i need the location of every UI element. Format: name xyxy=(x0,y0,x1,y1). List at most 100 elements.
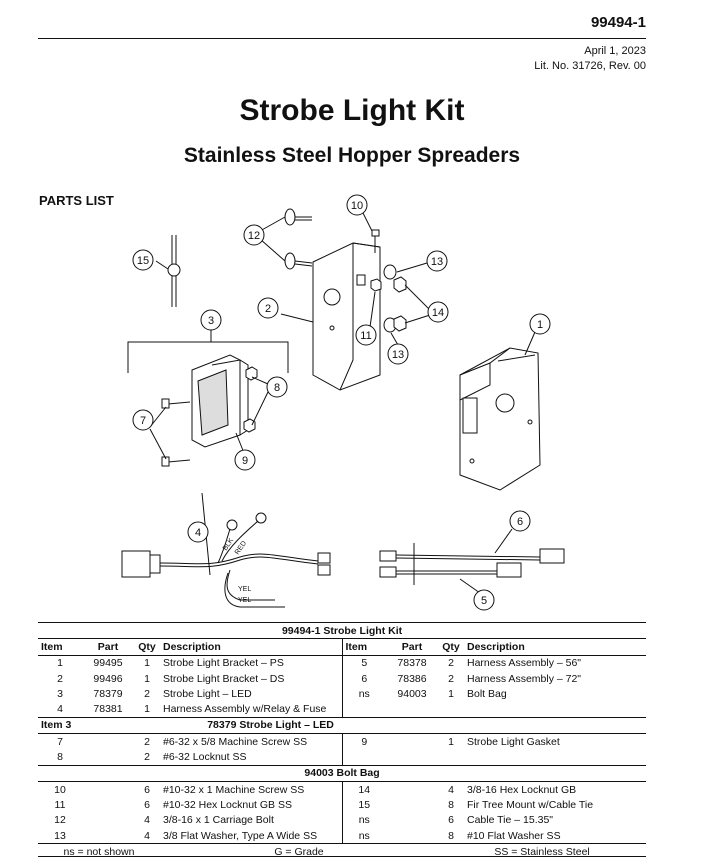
qty-cell: 8 xyxy=(448,798,454,811)
item-cell: ns xyxy=(341,812,386,828)
qty-cell: 2 xyxy=(144,751,150,764)
legend-grade: G = Grade xyxy=(160,843,438,860)
svg-text:8: 8 xyxy=(274,382,280,394)
callout-2: 2 xyxy=(257,297,279,319)
document-number: 99494-1 xyxy=(590,14,646,31)
svg-text:6: 6 xyxy=(517,516,523,528)
callout-3: 3 xyxy=(200,309,222,331)
description-cell: Strobe Light Bracket – PS xyxy=(163,657,284,670)
description-cell: 3/8-16 Hex Locknut GB xyxy=(467,783,577,796)
flat-washer xyxy=(383,264,397,280)
callout-12: 12 xyxy=(243,224,265,246)
col-qty: Qty xyxy=(134,638,160,656)
callout-7: 7 xyxy=(132,409,154,431)
description-cell: Strobe Light Bracket – DS xyxy=(163,672,285,685)
qty-cell: 1 xyxy=(448,687,454,700)
table-row: 10 6 #10-32 x 1 Machine Screw SS 14 4 3/… xyxy=(38,781,646,798)
part-cell: 78381 xyxy=(93,703,123,716)
table-row: 7 2 #6-32 x 5/8 Machine Screw SS 9 1 Str… xyxy=(38,733,646,750)
revision-date: April 1, 2023 xyxy=(584,45,646,57)
qty-cell: 1 xyxy=(144,672,150,685)
hex-locknut-3-8 xyxy=(393,315,407,332)
svg-text:5: 5 xyxy=(481,595,487,607)
description-cell: 3/8-16 x 1 Carriage Bolt xyxy=(163,814,274,827)
svg-text:10: 10 xyxy=(351,200,363,212)
legend-stainless: SS = Stainless Steel xyxy=(438,843,647,860)
table-row: 1 99495 1 Strobe Light Bracket – PS 5 78… xyxy=(38,655,646,671)
table-header: Item Part Qty Description Item Part Qty … xyxy=(38,638,647,656)
item-cell: ns xyxy=(341,827,386,844)
kit-section-title: 99494-1 Strobe Light Kit xyxy=(38,621,647,640)
qty-cell xyxy=(438,701,464,717)
item-cell: 3 xyxy=(57,687,63,700)
part-cell xyxy=(386,701,438,717)
item-cell: 2 xyxy=(57,672,63,685)
footer-rule xyxy=(38,856,646,857)
description-cell: Fir Tree Mount w/Cable Tie xyxy=(467,798,594,811)
harness-relay-fuse xyxy=(121,512,331,608)
fir-tree-mount xyxy=(167,235,181,307)
wire-label-yel: YEL xyxy=(238,586,251,593)
strobe-light-led xyxy=(191,354,249,448)
strobe-light-bracket-ps xyxy=(459,347,541,491)
description-cell: Strobe Light Gasket xyxy=(467,735,560,748)
svg-text:12: 12 xyxy=(248,230,260,242)
callout-15: 15 xyxy=(132,249,154,271)
callout-8: 8 xyxy=(266,376,288,398)
table-footer: ns = not shown G = Grade SS = Stainless … xyxy=(38,843,647,860)
table-row: 13 4 3/8 Flat Washer, Type A Wide SS ns … xyxy=(38,827,646,844)
part-cell: 78379 xyxy=(93,687,123,700)
callout-13-top: 13 xyxy=(426,250,448,272)
description-cell xyxy=(464,701,646,717)
table-row: 12 4 3/8-16 x 1 Carriage Bolt ns 6 Cable… xyxy=(38,812,646,828)
callout-10: 10 xyxy=(346,194,368,216)
item-cell: 7 xyxy=(57,735,63,748)
qty-cell: 1 xyxy=(144,703,150,716)
item-cell: 4 xyxy=(57,703,63,716)
svg-text:2: 2 xyxy=(265,303,271,315)
description-cell: #6-32 Locknut SS xyxy=(163,751,247,764)
wire-label-yel: YEL xyxy=(238,597,251,604)
strobe-light-bracket-ds xyxy=(312,242,381,391)
callout-5: 5 xyxy=(473,589,495,611)
col-item: Item xyxy=(341,638,386,656)
item-cell xyxy=(341,701,386,718)
qty-cell: 8 xyxy=(448,829,454,842)
harness-assembly xyxy=(379,543,565,585)
callout-13-bottom: 13 xyxy=(387,343,409,365)
table-row: 3 78379 2 Strobe Light – LED ns 94003 1 … xyxy=(38,686,646,702)
svg-text:11: 11 xyxy=(360,330,371,342)
svg-text:14: 14 xyxy=(432,307,444,319)
qty-cell: 4 xyxy=(448,783,454,796)
item-cell: 6 xyxy=(341,670,386,687)
page-title: Strobe Light Kit xyxy=(239,94,465,127)
table-row: 11 6 #10-32 Hex Locknut GB SS 15 8 Fir T… xyxy=(38,797,646,813)
part-cell: 99496 xyxy=(93,672,123,685)
svg-text:15: 15 xyxy=(137,255,149,267)
col-description: Description xyxy=(160,638,342,656)
qty-cell: 6 xyxy=(144,798,150,811)
strobe-section-header: Item 3 78379 Strobe Light – LED xyxy=(38,716,647,735)
callout-4: 4 xyxy=(187,521,209,543)
qty-cell: 6 xyxy=(144,783,150,796)
page-subtitle: Stainless Steel Hopper Spreaders xyxy=(183,144,521,167)
qty-cell: 2 xyxy=(144,687,150,700)
callout-1: 1 xyxy=(529,313,551,335)
qty-cell: 1 xyxy=(448,735,454,748)
item-cell: 1 xyxy=(57,657,63,670)
callout-leaders xyxy=(149,212,536,594)
svg-text:1: 1 xyxy=(537,319,543,331)
description-cell: Harness Assembly – 72" xyxy=(467,672,582,685)
part-cell: 78378 xyxy=(397,657,427,670)
col-item: Item xyxy=(38,638,82,656)
qty-cell: 4 xyxy=(144,829,150,842)
item-cell: ns xyxy=(341,686,386,702)
callout-6: 6 xyxy=(509,510,531,532)
callout-9: 9 xyxy=(234,449,256,471)
description-cell: 3/8 Flat Washer, Type A Wide SS xyxy=(163,829,318,842)
item-cell: 10 xyxy=(54,783,66,796)
description-cell: #10-32 x 1 Machine Screw SS xyxy=(163,783,305,796)
hex-locknut-3-8 xyxy=(393,276,407,293)
header-rule xyxy=(38,38,646,39)
qty-cell: 2 xyxy=(448,672,454,685)
